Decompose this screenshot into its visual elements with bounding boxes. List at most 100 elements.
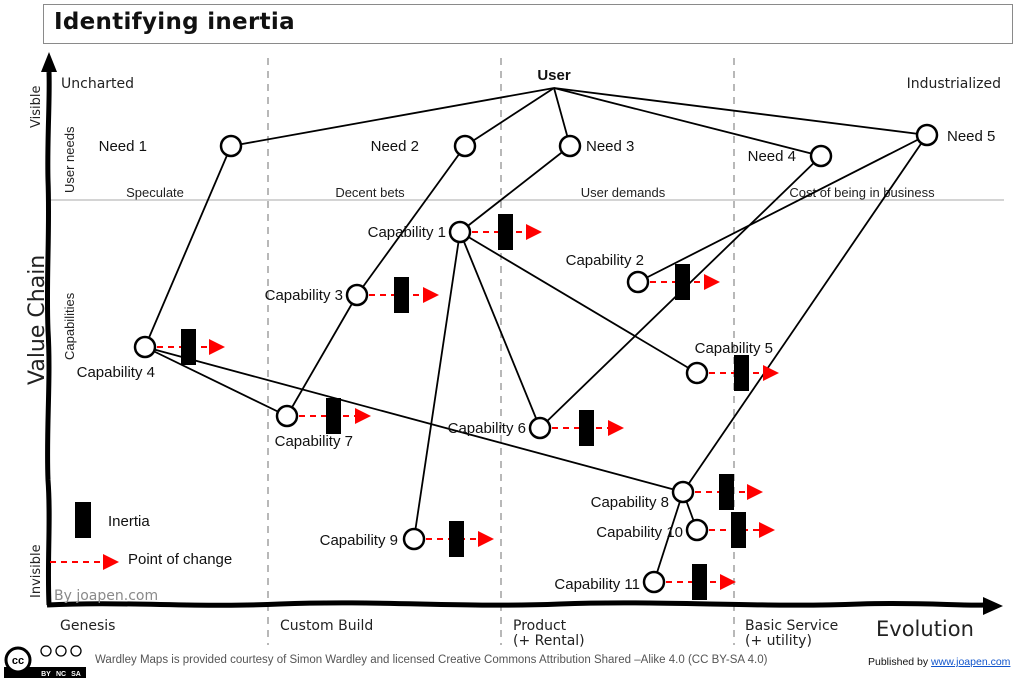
- joapen-link[interactable]: www.joapen.com: [931, 656, 1011, 668]
- section-user-needs: User needs: [62, 126, 77, 193]
- capability-node-c7[interactable]: [275, 404, 299, 428]
- legend-inertia-icon: [75, 502, 91, 538]
- band-user-demands: User demands: [581, 185, 666, 200]
- need-node-n5[interactable]: [915, 123, 939, 147]
- inertia-bar-c11: [692, 564, 707, 600]
- cc-sa: SA: [71, 671, 81, 678]
- capability-label-c5: Capability 5: [695, 340, 773, 357]
- link-c8-c11: [653, 491, 684, 583]
- legend-inertia-label: Inertia: [108, 513, 150, 530]
- need-label-n1: Need 1: [99, 138, 147, 155]
- link-c1-c5: [459, 231, 698, 374]
- link-c1-c9: [413, 231, 461, 540]
- stage-product-sub: (+ Rental): [513, 633, 585, 649]
- capability-node-c11[interactable]: [642, 570, 666, 594]
- y-axis: [44, 71, 52, 606]
- inertia-bar-c2: [675, 264, 690, 300]
- capability-node-c1[interactable]: [448, 220, 472, 244]
- need-node-n2[interactable]: [453, 134, 477, 158]
- inertia-bar-c7: [326, 398, 341, 434]
- inertia-bar-c4: [181, 329, 196, 365]
- link-c4-c7: [144, 346, 288, 417]
- capability-label-c3: Capability 3: [265, 287, 343, 304]
- capability-label-c11: Capability 11: [554, 576, 640, 593]
- published-by: Published by www.joapen.com: [868, 656, 1010, 668]
- changes-layer: [157, 214, 779, 600]
- x-axis-label: Evolution: [876, 617, 974, 641]
- inertia-bar-c5: [734, 355, 749, 391]
- x-axis-arrowhead: [983, 597, 1003, 615]
- section-capabilities: Capabilities: [62, 292, 77, 360]
- capability-node-c6[interactable]: [528, 416, 552, 440]
- capability-node-c9[interactable]: [402, 527, 426, 551]
- cc-license-badge: cc BY NC SA: [4, 641, 86, 678]
- cc-by: BY: [41, 671, 51, 678]
- capability-label-c4: Capability 4: [77, 364, 155, 381]
- link-c1-c6: [459, 231, 541, 429]
- capability-node-c4[interactable]: [133, 335, 157, 359]
- link-n2-c3: [356, 145, 466, 296]
- capability-label-c8: Capability 8: [591, 494, 669, 511]
- capability-label-c10: Capability 10: [596, 524, 683, 541]
- y-visible-label: Visible: [29, 86, 44, 128]
- legend-point-of-change-label: Point of change: [128, 551, 232, 568]
- need-label-n4: Need 4: [748, 148, 796, 165]
- title-box: Identifying inertia: [43, 4, 1013, 44]
- corner-industrialized: Industrialized: [907, 76, 1001, 92]
- watermark: By joapen.com: [54, 588, 158, 604]
- x-axis: [46, 600, 986, 608]
- need-label-n5: Need 5: [947, 128, 995, 145]
- link-n5-c8: [682, 134, 928, 493]
- link-n3-c1: [459, 145, 571, 233]
- capability-node-c2[interactable]: [626, 270, 650, 294]
- y-invisible-label: Invisible: [29, 544, 44, 598]
- link-user-n2: [464, 87, 555, 147]
- need-node-n4[interactable]: [809, 144, 833, 168]
- page-title: Identifying inertia: [54, 9, 295, 35]
- link-n5-c2: [637, 134, 928, 283]
- need-node-n3[interactable]: [558, 134, 582, 158]
- cc-nc: NC: [56, 671, 66, 678]
- need-label-n2: Need 2: [371, 138, 419, 155]
- capability-node-c5[interactable]: [685, 361, 709, 385]
- capability-node-c10[interactable]: [685, 518, 709, 542]
- inertia-bar-c3: [394, 277, 409, 313]
- capability-node-c8[interactable]: [671, 480, 695, 504]
- link-user-n5: [553, 87, 928, 136]
- inertia-bar-c6: [579, 410, 594, 446]
- capability-label-c6: Capability 6: [448, 420, 526, 437]
- stage-dividers: [267, 58, 735, 645]
- link-user-n1: [230, 87, 555, 147]
- stage-product: Product: [513, 618, 567, 634]
- link-n1-c4: [144, 145, 232, 348]
- corner-uncharted: Uncharted: [61, 76, 134, 92]
- license-text: Wardley Maps is provided courtesy of Sim…: [95, 654, 768, 666]
- y-axis-arrowhead: [41, 52, 57, 72]
- stage-genesis: Genesis: [60, 618, 115, 634]
- capability-label-c7: Capability 7: [275, 433, 353, 450]
- inertia-bar-c10: [731, 512, 746, 548]
- inertia-bar-c8: [719, 474, 734, 510]
- published-prefix: Published by: [868, 656, 932, 668]
- y-axis-label: Value Chain: [25, 255, 50, 385]
- capability-node-c3[interactable]: [345, 283, 369, 307]
- links-layer: [144, 87, 928, 583]
- inertia-bar-c9: [449, 521, 464, 557]
- capability-label-c9: Capability 9: [320, 532, 398, 549]
- link-user-n4: [553, 87, 822, 157]
- capability-label-c2: Capability 2: [566, 252, 644, 269]
- capability-label-c1: Capability 1: [368, 224, 446, 241]
- stage-commodity-sub: (+ utility): [745, 633, 812, 649]
- stage-commodity: Basic Service: [745, 618, 838, 634]
- band-decent-bets: Decent bets: [335, 185, 405, 200]
- inertia-bar-c1: [498, 214, 513, 250]
- link-c3-c7: [286, 294, 358, 417]
- stage-custom-build: Custom Build: [280, 618, 373, 634]
- band-cost-of-business: Cost of being in business: [789, 185, 935, 200]
- need-node-n1[interactable]: [219, 134, 243, 158]
- band-speculate: Speculate: [126, 185, 184, 200]
- need-label-n3: Need 3: [586, 138, 634, 155]
- cc-logo-text: cc: [12, 655, 24, 667]
- user-label: User: [537, 67, 571, 84]
